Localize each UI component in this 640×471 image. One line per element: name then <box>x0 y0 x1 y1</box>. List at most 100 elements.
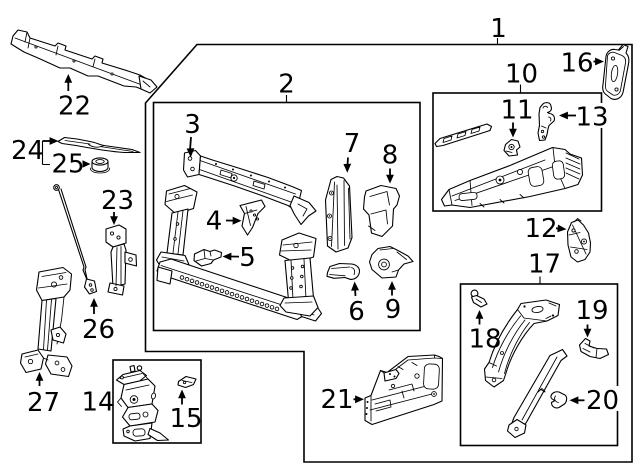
part-hole <box>381 261 387 268</box>
part-hole <box>219 288 225 294</box>
part-detail-line <box>604 51 627 96</box>
part-11-drawing <box>503 138 521 157</box>
bolt-dot <box>583 240 585 243</box>
bolt-dot <box>330 192 333 194</box>
part-hole <box>254 300 260 305</box>
bolt-dot <box>393 375 396 378</box>
part-detail-line <box>505 150 513 153</box>
label-13-background <box>576 103 608 128</box>
part-18-drawing <box>470 289 488 308</box>
part-detail-line <box>172 210 184 255</box>
part-hole <box>234 293 240 298</box>
part-12-drawing <box>566 218 592 263</box>
callout-3: 3 <box>184 110 201 140</box>
part-hole <box>540 129 545 134</box>
part-hole <box>120 375 124 380</box>
callout-24: 24 <box>11 136 44 166</box>
part-detail-line <box>374 362 418 412</box>
part-14-assembly-drawing <box>115 364 197 442</box>
part-hole <box>610 56 616 61</box>
callout-13: 13 <box>575 103 608 133</box>
part-hole <box>500 351 504 355</box>
part-6-drawing <box>326 262 361 280</box>
callout-9: 9 <box>385 295 402 325</box>
part-10-strip <box>434 123 493 148</box>
part-16-drawing <box>602 43 630 100</box>
callout-1: 1 <box>490 14 507 44</box>
part-hole <box>269 305 275 310</box>
part-detail-line <box>160 265 303 312</box>
part-detail-line <box>485 309 548 379</box>
part-detail-line <box>280 241 313 252</box>
bolt-dot <box>215 163 217 165</box>
part-2-lower-bar <box>156 258 323 322</box>
part-hole <box>244 296 250 302</box>
bolt-dot <box>389 373 391 375</box>
part-hole <box>190 166 195 172</box>
bolt-dot <box>433 393 435 395</box>
bolt-dot <box>523 305 526 308</box>
part-hole <box>458 191 478 202</box>
part-outline <box>105 224 127 248</box>
callout-11: 11 <box>500 96 533 126</box>
part-outline <box>578 337 610 360</box>
callout-2: 2 <box>278 70 295 100</box>
part-hole <box>527 166 545 187</box>
part-hole <box>34 45 38 49</box>
part-17-assembly-drawing <box>470 289 610 439</box>
callout-12: 12 <box>524 214 557 244</box>
part-hole <box>491 377 497 383</box>
bolt-dot <box>232 168 234 171</box>
part-2-assembly-drawing <box>155 149 414 322</box>
part-detail-line <box>568 218 588 255</box>
callout-16: 16 <box>560 49 593 79</box>
part-outline <box>136 365 143 371</box>
part-hole <box>551 160 566 180</box>
part-9-drawing <box>368 245 414 279</box>
bolt-dot <box>329 237 331 240</box>
leader-tick-line <box>41 141 50 166</box>
part-hole <box>255 217 260 221</box>
part-hole <box>289 286 293 290</box>
part-hole <box>300 274 304 279</box>
part-hole <box>290 276 294 280</box>
part-hole <box>128 257 133 262</box>
part-hole <box>90 288 94 292</box>
part-21-drawing <box>364 354 444 426</box>
callout-8: 8 <box>382 141 399 171</box>
part-outline <box>284 257 315 302</box>
part-8-drawing <box>362 184 401 238</box>
part-detail-line <box>142 80 151 88</box>
part-19-drawing <box>578 337 610 360</box>
callout-5: 5 <box>239 243 256 273</box>
part-hole <box>541 135 546 139</box>
bolt-dot <box>268 180 270 183</box>
part-detail-line <box>117 373 149 407</box>
part-hole <box>189 278 195 284</box>
part-outline <box>550 391 568 409</box>
callout-23: 23 <box>101 186 134 216</box>
part-26-drawing <box>53 184 98 295</box>
part-hole <box>423 363 440 390</box>
callout-arrows <box>35 38 604 405</box>
part-detail-line <box>554 395 559 403</box>
part-detail-line <box>195 249 214 262</box>
leader-arrow-line <box>189 136 192 151</box>
bolt-dot <box>328 215 331 217</box>
part-hole <box>514 426 519 432</box>
part-10-assembly-drawing <box>434 102 584 209</box>
callout-7: 7 <box>344 129 361 159</box>
part-detail-line <box>475 298 482 303</box>
part-outline <box>147 427 170 442</box>
part-detail-line <box>537 388 546 393</box>
part-detail-line <box>442 126 481 143</box>
part-hole <box>614 87 619 92</box>
part-outline <box>110 243 127 288</box>
part-hole <box>249 298 255 303</box>
bolt-dot <box>510 146 513 148</box>
part-detail-line <box>166 188 193 202</box>
part-outline <box>44 354 73 378</box>
part-hole <box>249 209 253 213</box>
callout-27: 27 <box>27 388 60 418</box>
